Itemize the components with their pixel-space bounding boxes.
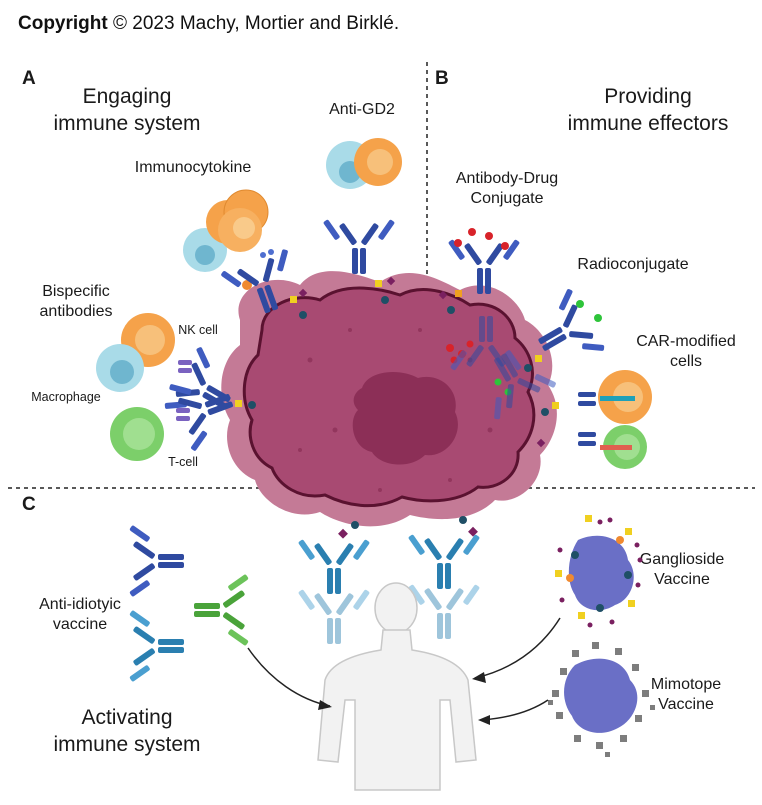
mimotope-label-line2: Vaccine: [658, 696, 714, 713]
anti-idiotypic-antibody-1: [129, 524, 184, 598]
macrophage-label: Macrophage: [31, 390, 101, 404]
copyright-text: © 2023 Machy, Mortier and Birklé.: [113, 13, 400, 34]
car-label-line1: CAR-modified: [636, 333, 736, 350]
activating-title-line2: immune system: [53, 733, 200, 756]
mimotope-arrow: [481, 699, 549, 721]
activating-title-line1: Activating: [81, 706, 172, 729]
engaging-title-line2: immune system: [53, 112, 200, 135]
panel-b-label: B: [435, 68, 449, 89]
adc-label-line2: Conjugate: [471, 190, 544, 207]
anti-gd2-antibody: [322, 219, 396, 274]
anti-idiotypic-antibody-3: [129, 609, 184, 683]
t-cell-label: T-cell: [168, 455, 198, 469]
adc-label-line1: Antibody-Drug: [456, 170, 558, 187]
anti-gd2-macrophage: [326, 138, 402, 189]
copyright-line: Copyright © 2023 Machy, Mortier and Birk…: [18, 13, 399, 35]
ganglioside-vaccine: [555, 515, 643, 628]
surface-gangliosides: [235, 276, 559, 539]
immunocytokine-cells: [183, 189, 274, 290]
bispecific-label-line2: antibodies: [40, 303, 113, 320]
response-antibody-right-faded: [407, 584, 481, 639]
ganglioside-label-line2: Vaccine: [654, 571, 710, 588]
car-receptors: [578, 392, 596, 446]
ganglioside-label-line1: Ganglioside: [640, 551, 725, 568]
human-figure: [317, 582, 477, 791]
providing-title-line1: Providing: [604, 85, 692, 108]
mimotope-label-line1: Mimotope: [651, 676, 721, 693]
tumor-cell: [221, 271, 557, 527]
bispecific-linkers: [176, 360, 192, 421]
mimotope-vaccine: [548, 642, 655, 757]
response-antibody-right: [407, 534, 481, 589]
car-t-cell: [600, 425, 647, 469]
anti-idiotypic-label-line1: Anti-idiotyic: [39, 596, 121, 613]
t-cell: [110, 407, 164, 461]
bispecific-label-line1: Bispecific: [42, 283, 110, 300]
radioconjugate-label: Radioconjugate: [577, 256, 688, 273]
response-antibody-left: [297, 539, 371, 594]
copyright-holder-label: Copyright: [18, 13, 108, 34]
panel-a-label: A: [22, 68, 36, 89]
ganglioside-arrow: [474, 617, 561, 679]
providing-title-line2: immune effectors: [568, 112, 729, 135]
car-nk-cell: [598, 370, 652, 424]
car-label-line2: cells: [670, 353, 702, 370]
anti-idiotypic-label-line2: vaccine: [53, 616, 107, 633]
anti-gd2-label: Anti-GD2: [329, 101, 395, 118]
immunocytokine-label: Immunocytokine: [135, 159, 252, 176]
anti-idiotypic-arrow: [247, 647, 331, 707]
macrophage: [96, 344, 144, 392]
response-antibody-left-faded: [297, 589, 371, 644]
anti-idiotypic-antibody-2: [194, 573, 249, 647]
tumor-nucleus: [352, 372, 458, 465]
engaging-title-line1: Engaging: [83, 85, 172, 108]
panel-c-label: C: [22, 494, 36, 515]
nk-cell-label: NK cell: [178, 323, 218, 337]
